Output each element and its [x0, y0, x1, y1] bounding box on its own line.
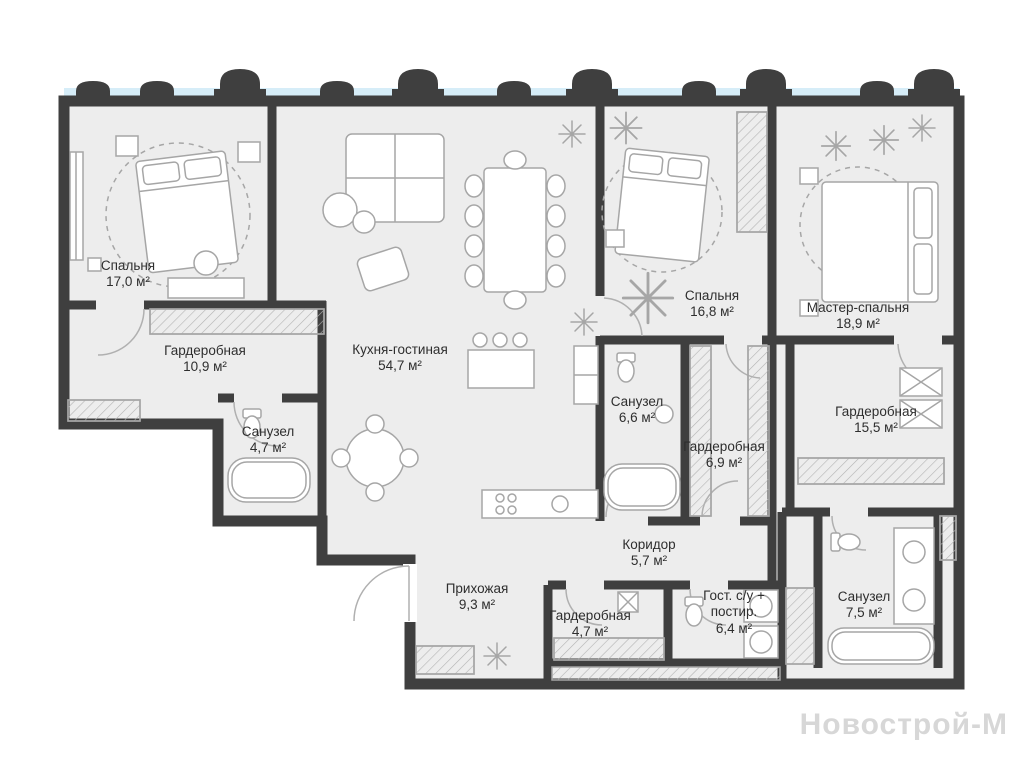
interior-walls: [64, 96, 959, 684]
wardrobe1-shelving: [67, 308, 325, 422]
room-name: Коридор: [622, 537, 676, 552]
room-area: 4,7 м²: [249, 440, 287, 456]
room-name: Гардеробная: [835, 404, 917, 419]
room-name: Прихожая: [445, 581, 509, 596]
room-name: Санузел: [241, 424, 295, 439]
room-label-bathroom-2: Санузел 6,6 м²: [611, 394, 664, 427]
bedroom1-furniture: [69, 135, 261, 299]
room-name: Кухня-гостиная: [352, 342, 448, 357]
wardrobe2-shelving: [689, 345, 770, 517]
room-label-wardrobe-4: Гардеробная 4,7 м²: [549, 608, 631, 641]
room-name: Гост. с/у + постир.: [703, 588, 765, 620]
room-label-hallway: Прихожая 9,3 м²: [446, 581, 509, 614]
room-area: 54,7 м²: [378, 358, 422, 374]
watermark: Новострой-М: [799, 708, 1008, 741]
room-area: 4,7 м²: [571, 624, 609, 640]
entry-door-opening: [403, 564, 417, 622]
room-area: 10,9 м²: [183, 359, 227, 375]
room-area: 18,9 м²: [836, 316, 880, 332]
room-area: 6,6 м²: [618, 410, 656, 426]
wardrobe3-shelving: [797, 367, 945, 485]
room-label-bathroom-3: Санузел 7,5 м²: [838, 589, 891, 622]
room-label-kitchen-living: Кухня-гостиная 54,7 м²: [352, 342, 448, 375]
room-name: Мастер-спальня: [806, 300, 910, 315]
room-name: Гардеробная: [164, 343, 246, 358]
bathroom3-fixtures: [785, 515, 957, 665]
room-name: Санузел: [610, 394, 664, 409]
guest-bathroom-fixtures: [684, 589, 779, 659]
room-label-wardrobe-2: Гардеробная 6,9 м²: [683, 439, 765, 472]
room-area: 15,5 м²: [854, 420, 898, 436]
room-area: 7,5 м²: [845, 605, 883, 621]
bathroom1-fixtures: [227, 408, 311, 503]
room-label-corridor: Коридор 5,7 м²: [622, 537, 675, 570]
room-label-master-bedroom: Мастер-спальня 18,9 м²: [807, 300, 909, 333]
room-area: 6,4 м²: [715, 620, 753, 636]
kitchen-living-furniture: [322, 120, 599, 519]
room-name: Гардеробная: [549, 608, 631, 623]
room-name: Спальня: [684, 288, 740, 303]
room-area: 9,3 м²: [458, 597, 496, 613]
room-name: Спальня: [100, 258, 156, 273]
furniture-layer: [67, 111, 957, 681]
room-area: 5,7 м²: [630, 553, 668, 569]
room-label-guest-bathroom: Гост. с/у + постир. 6,4 м²: [690, 588, 778, 637]
room-label-wardrobe-1: Гардеробная 10,9 м²: [164, 343, 246, 376]
room-area: 17,0 м²: [106, 274, 150, 290]
room-label-wardrobe-3: Гардеробная 15,5 м²: [835, 404, 917, 437]
room-label-bedroom-1: Спальня 17,0 м²: [101, 258, 155, 291]
room-area: 16,8 м²: [690, 304, 734, 320]
room-label-bathroom-1: Санузел 4,7 м²: [242, 424, 295, 457]
room-area: 6,9 м²: [705, 455, 743, 471]
entry-door-arc: [353, 565, 410, 622]
bathroom2-fixtures: [603, 352, 681, 511]
bedroom2-furniture: [601, 111, 768, 325]
room-name: Санузел: [837, 589, 891, 604]
master-bedroom-furniture: [799, 114, 939, 317]
duct-strip: [551, 666, 781, 681]
room-name: Гардеробная: [683, 439, 765, 454]
hallway-furniture: [415, 642, 511, 675]
room-label-bedroom-2: Спальня 16,8 м²: [685, 288, 739, 321]
wardrobe4-shelving: [553, 591, 665, 661]
